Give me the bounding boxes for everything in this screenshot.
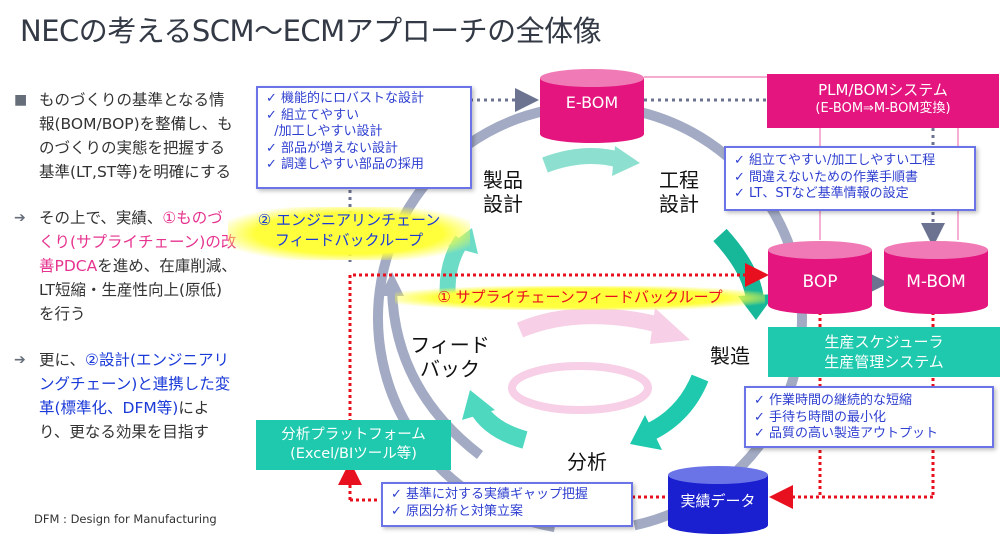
plm-bom-system: PLM/BOMシステム (E-BOM⇒M-BOM変換)	[767, 74, 999, 128]
analytics-platform: 分析プラットフォーム (Excel/BIツール等)	[256, 420, 451, 470]
analytics-subtitle: (Excel/BIツール等)	[290, 446, 417, 462]
manufacturing-checklist: ✓ 作業時間の継続的な短縮 ✓ 手待ち時間の最小化 ✓ 品質の高い製造アウトプッ…	[744, 386, 994, 448]
checklist-item: ✓ 手待ち時間の最小化	[754, 409, 887, 425]
stage-label: 設計	[659, 192, 699, 216]
teal-arrowhead	[462, 390, 495, 420]
bullet-text: 更に、	[39, 351, 86, 369]
supply-chain-loop-label: ① サプライチェーンフィードバックループ	[395, 286, 765, 310]
stage-process-design: 工程 設計	[654, 168, 704, 216]
stage-product-design: 製品 設計	[478, 168, 528, 216]
arrow-bullet-icon: ➔	[14, 210, 26, 226]
scheduler-title: 生産スケジューラ	[824, 333, 944, 351]
analysis-checklist: ✓ 基準に対する実績ギャップ把握 ✓ 原因分析と対策立案	[381, 482, 633, 527]
db-mbom-label: M-BOM	[906, 272, 966, 292]
engineering-chain-loop-label: ② エンジニアリンチェーン フィードバックループ	[228, 207, 470, 260]
stage-manufacturing: 製造	[710, 344, 750, 368]
bullet-item: ➔ 更に、②設計(エンジニアリングチェーン)と連携した変革(標準化、DFM等)に…	[12, 348, 237, 444]
bullet-text: を進め、在庫削減、LT短縮・生産性向上(原低)を行う	[39, 257, 237, 323]
db-actual-data-label: 実績データ	[680, 492, 756, 510]
stage-label: 製品	[483, 168, 523, 192]
stage-label: 工程	[659, 168, 699, 192]
pink-pdca-arrow	[516, 308, 662, 338]
checklist-item: ✓ 部品が増えない設計	[266, 140, 399, 156]
footnote-dfm: DFM : Design for Manufacturing	[34, 512, 217, 526]
db-bop	[768, 241, 872, 314]
bullet-text: により、更なる効果を目指す	[39, 399, 210, 441]
arrow-bullet-icon: ➔	[14, 352, 26, 368]
bullet-item: ➔ その上で、実績、①ものづくり(サプライチェーン)の改善PDCAを進め、在庫削…	[12, 206, 237, 326]
design-checklist: ✓ 機能的にロバストな設計 ✓ 組立てやすい /加工しやすい設計 ✓ 部品が増え…	[256, 86, 472, 189]
teal-arrowhead	[612, 146, 640, 176]
stage-label: バック	[420, 357, 480, 381]
loop-label-line: ② エンジニアリンチェーン	[257, 211, 441, 229]
checklist-item: ✓ 間違えないための作業手順書	[734, 169, 919, 185]
production-scheduler-system: 生産スケジューラ 生産管理システム	[768, 327, 1000, 377]
checklist-item: /加工しやすい設計	[266, 124, 383, 139]
pink-pdca-loop	[508, 362, 652, 414]
checklist-item: ✓ 組立てやすい/加工しやすい工程	[734, 153, 936, 168]
db-bop-label: BOP	[802, 272, 838, 292]
bullet-list: ■ ものづくりの基準となる情報(BOM/BOP)を整備し、ものづくりの実態を把握…	[12, 88, 237, 466]
stage-label: 設計	[483, 192, 523, 216]
process-checklist: ✓ 組立てやすい/加工しやすい工程 ✓ 間違えないための作業手順書 ✓ LT、S…	[724, 146, 976, 211]
teal-arrow-design-to-process	[542, 148, 623, 173]
stage-feedback: フィード バック	[405, 333, 495, 381]
bullet-text: その上で、実績、	[39, 209, 163, 227]
bullet-text: ものづくりの基準となる情報(BOM/BOP)を整備し、ものづくりの実態を把握する…	[39, 91, 233, 181]
pink-arrowhead	[650, 308, 690, 344]
checklist-item: ✓ 組立てやすい	[266, 107, 360, 123]
bullet-highlight-supply-chain: ①ものづくり(サプライチェーン)の改善PDCA	[39, 209, 237, 275]
feedback-arc-arrow	[387, 289, 484, 459]
teal-arrowhead	[630, 415, 662, 450]
db-actual-data	[668, 466, 768, 534]
checklist-item: ✓ 品質の高い製造アウトプット	[754, 426, 939, 441]
checklist-item: ✓ 原因分析と対策立案	[391, 503, 524, 519]
square-bullet-icon: ■	[14, 92, 28, 108]
db-ebom	[540, 69, 644, 143]
db-mbom	[884, 241, 988, 314]
bullet-highlight-engineering-chain: ②設計(エンジニアリングチェーン)と連携した変革(標準化、DFM等)	[39, 351, 231, 417]
analytics-title: 分析プラットフォーム	[281, 427, 426, 443]
checklist-item: ✓ 機能的にロバストな設計	[266, 91, 425, 106]
stage-analysis: 分析	[567, 450, 607, 474]
loop-label-line: フィードバックループ	[274, 231, 424, 249]
teal-arrow-mfg-to-analysis	[645, 374, 709, 441]
page-title: NECの考えるSCM〜ECMアプローチの全体像	[20, 14, 602, 48]
db-ebom-label: E-BOM	[565, 93, 619, 112]
plm-subtitle: (E-BOM⇒M-BOM変換)	[815, 101, 951, 116]
bullet-item: ■ ものづくりの基準となる情報(BOM/BOP)を整備し、ものづくりの実態を把握…	[12, 88, 237, 184]
checklist-item: ✓ 調達しやすい部品の採用	[266, 157, 424, 172]
checklist-item: ✓ 基準に対する実績ギャップ把握	[391, 487, 589, 502]
checklist-item: ✓ 作業時間の継続的な短縮	[754, 393, 913, 408]
stage-label: フィード	[410, 333, 490, 357]
plm-title: PLM/BOMシステム	[818, 81, 948, 99]
checklist-item: ✓ LT、STなど基準情報の設定	[734, 186, 909, 201]
scheduler-subtitle: 生産管理システム	[824, 353, 944, 371]
